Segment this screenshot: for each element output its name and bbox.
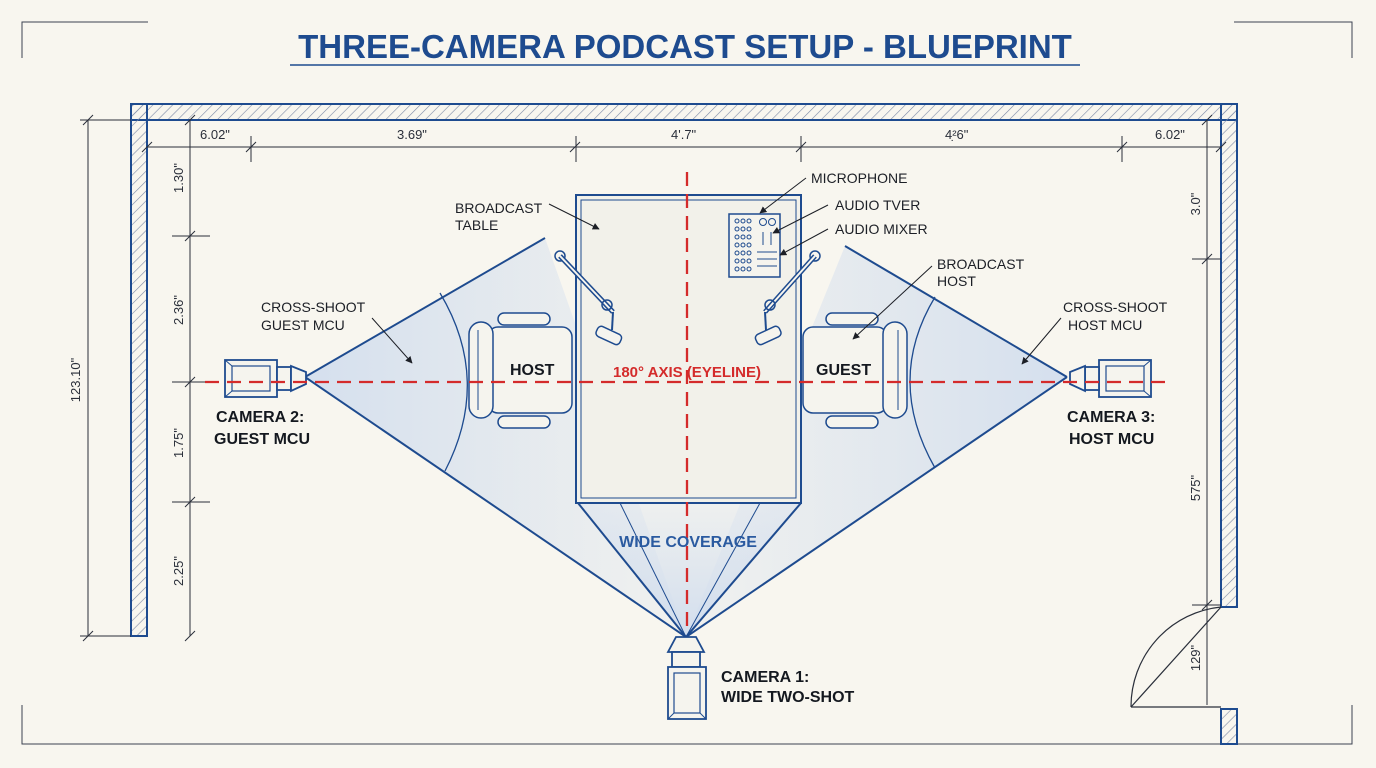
label-host: HOST: [510, 362, 555, 379]
dim-overall: 123.10": [68, 357, 83, 402]
host-chair: [468, 312, 573, 429]
dim-left-3: 1.75": [171, 428, 186, 458]
room-walls: [130, 103, 1238, 745]
dim-left-1: 1.30": [171, 163, 186, 193]
dim-top-1: 6.02": [200, 127, 230, 142]
diagram-labels: BROADCAST TABLE MICROPHONE AUDIO TVER AU…: [214, 170, 1168, 706]
label-broadcast-host-2: HOST: [937, 273, 976, 289]
label-wide-coverage: WIDE COVERAGE: [619, 534, 757, 551]
label-broadcast-table-1: BROADCAST: [455, 200, 543, 216]
dim-top-5: 6.02": [1155, 127, 1185, 142]
label-microphone: MICROPHONE: [811, 170, 907, 186]
dim-right-1: 3.0": [1188, 192, 1203, 215]
label-cross-guest-1: CROSS-SHOOT: [261, 299, 366, 315]
label-audio-mixer: AUDIO MIXER: [835, 221, 928, 237]
camera2-coverage: [304, 237, 687, 638]
dim-left-4: 2.25": [171, 556, 186, 586]
leader-lines: [371, 177, 1062, 365]
dim-right-3: 129": [1188, 644, 1203, 671]
sheet-border: [21, 21, 1353, 745]
label-broadcast-host-1: BROADCAST: [937, 256, 1025, 272]
dim-top-3: 4'.7": [671, 127, 697, 142]
label-cross-host-2: HOST MCU: [1068, 317, 1142, 333]
label-cross-guest-2: GUEST MCU: [261, 317, 345, 333]
label-cross-host-1: CROSS-SHOOT: [1063, 299, 1168, 315]
camera3-icon: [1069, 359, 1152, 398]
dim-right-2: 575": [1188, 474, 1203, 501]
audio-mixer: [728, 213, 781, 278]
label-camera1-2: WIDE TWO-SHOT: [721, 689, 855, 706]
dimension-lines: [80, 114, 1227, 705]
camera1-icon: [666, 636, 707, 720]
page-title: THREE-CAMERA PODCAST SETUP - BLUEPRINT: [298, 28, 1072, 65]
camera2-icon: [224, 359, 307, 398]
label-audio-tver: AUDIO TVER: [835, 197, 920, 213]
label-axis: 180° AXIS (EYELINE): [613, 364, 761, 381]
dim-top-2: 3.69": [397, 127, 427, 142]
label-broadcast-table-2: TABLE: [455, 217, 498, 233]
label-camera2-2: GUEST MCU: [214, 431, 310, 448]
dimension-labels: 6.02" 3.69" 4'.7" 4²̣6" 6.02" 1.30" 2.36…: [68, 127, 1203, 671]
dim-left-2: 2.36": [171, 295, 186, 325]
label-camera3-1: CAMERA 3:: [1067, 409, 1155, 426]
dim-top-4: 4²̣6": [945, 127, 969, 142]
host-microphone: [554, 250, 623, 346]
guest-chair: [802, 312, 908, 429]
label-guest: GUEST: [816, 362, 871, 379]
door: [1130, 606, 1222, 708]
eyeline-axis: [205, 172, 1170, 632]
label-camera2-1: CAMERA 2:: [216, 409, 304, 426]
guest-microphone: [754, 250, 821, 346]
camera1-coverage: [577, 502, 802, 638]
label-camera3-2: HOST MCU: [1069, 431, 1154, 448]
label-camera1-1: CAMERA 1:: [721, 669, 809, 686]
